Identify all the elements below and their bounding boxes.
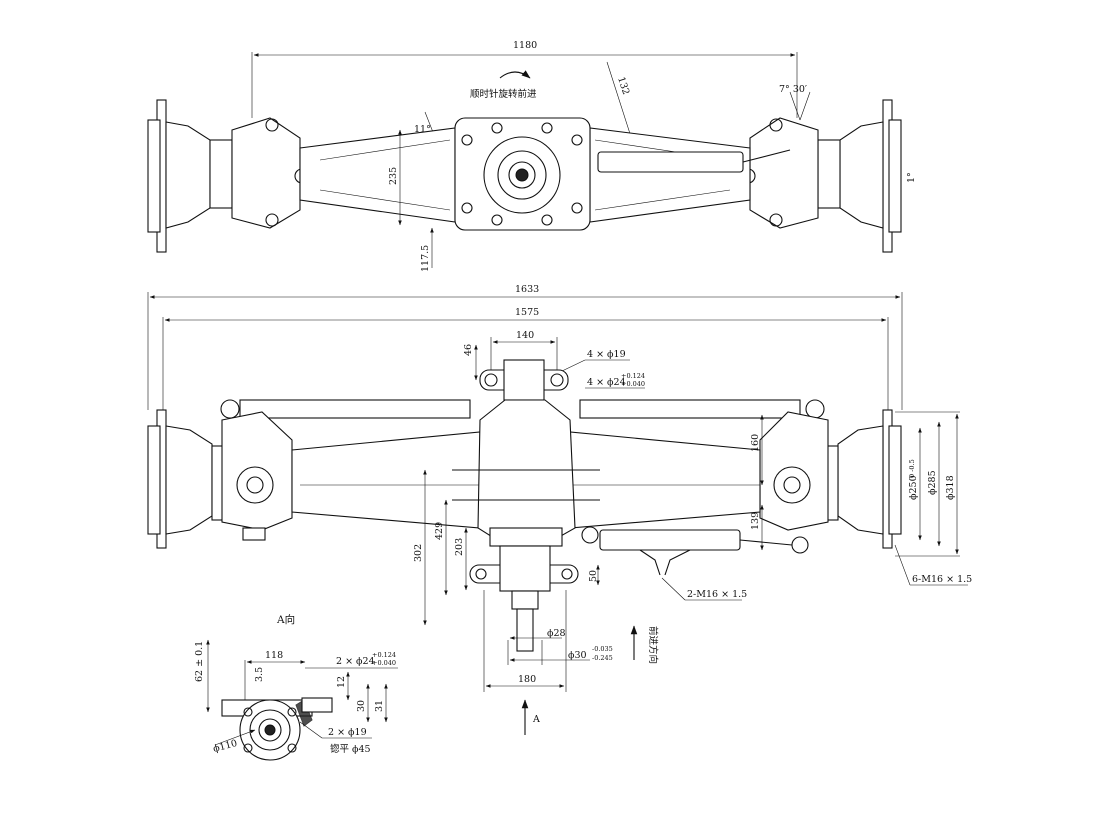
dim-302: 302 (413, 544, 424, 562)
view-a-dim-12: 12 (336, 676, 347, 688)
dim-203: 203 (454, 538, 465, 556)
shaft-tol-upper: -0.035 (592, 645, 613, 653)
angle-right: 7° 30′ (779, 84, 807, 95)
top-dim-offset: 132 (615, 76, 631, 97)
dim-hub-318: ϕ318 (945, 475, 956, 500)
forward-direction-label: 前进方向 (647, 626, 659, 664)
view-a-arrow-label: A (532, 714, 540, 725)
dim-flange-height: 160 (750, 434, 761, 452)
dim-shaft: ϕ28 (547, 628, 566, 639)
pin-holes-callout: 4 × ϕ24 (587, 377, 626, 388)
view-a-pin-tol-upper: +0.124 (372, 651, 396, 659)
top-view: 1180 顺时针旋转前进 132 11° 7° 30′ 1° (147, 40, 917, 272)
dim-hub-285: ϕ285 (927, 470, 938, 495)
angle-tilt: 1° (906, 172, 917, 183)
view-a-spotface: 锪平 ϕ45 (330, 743, 371, 755)
top-dim-height: 235 (388, 167, 399, 185)
view-a-dim-110: ϕ110 (212, 738, 239, 755)
dim-429: 429 (434, 522, 445, 540)
dim-hub-250: ϕ250 (908, 475, 919, 500)
view-a: A向 62 ± 0.1 118 3.5 2 × ϕ24 +0.124 +0.04… (194, 613, 398, 761)
pin-tol-lower: +0.040 (621, 380, 645, 388)
dim-50: 50 (588, 570, 599, 582)
rotation-note: 顺时针旋转前进 (470, 88, 537, 100)
view-a-mount-holes: 2 × ϕ19 (328, 727, 367, 738)
dim-total-width: 1633 (515, 284, 539, 295)
view-a-dim-62: 62 ± 0.1 (194, 641, 205, 682)
view-a-dim-35: 3.5 (254, 667, 265, 682)
hose-spec: 2-M16 × 1.5 (687, 589, 747, 600)
view-a-dim-31: 31 (374, 700, 385, 712)
view-a-title: A向 (276, 613, 295, 626)
view-a-pin-tol-lower: +0.040 (372, 659, 396, 667)
mount-holes-callout: 4 × ϕ19 (587, 349, 626, 360)
angle-left: 11° (414, 124, 431, 135)
view-a-dim-30: 30 (356, 700, 367, 712)
dim-lower-arm: 139 (750, 512, 761, 530)
dim-shaft-outer: ϕ30 (568, 650, 587, 661)
view-a-pin-holes: 2 × ϕ24 (336, 656, 375, 667)
pin-tol-upper: +0.124 (621, 372, 645, 380)
front-view: 1633 1575 140 46 4 × ϕ19 4 × ϕ24 +0.124 … (147, 284, 972, 735)
dim-mount-offset: 46 (463, 344, 474, 356)
dim-track-width: 1575 (515, 307, 539, 318)
bolt-spec: 6-M16 × 1.5 (912, 574, 972, 585)
top-dim-depth: 117.5 (420, 245, 431, 272)
shaft-tol-lower: -0.245 (592, 654, 613, 662)
hub-250-tol: 0 -0.5 (908, 459, 916, 478)
dim-180: 180 (518, 674, 536, 685)
top-dim-overall: 1180 (513, 40, 537, 51)
dim-mount-spacing: 140 (516, 330, 534, 341)
view-a-dim-118: 118 (265, 650, 283, 661)
